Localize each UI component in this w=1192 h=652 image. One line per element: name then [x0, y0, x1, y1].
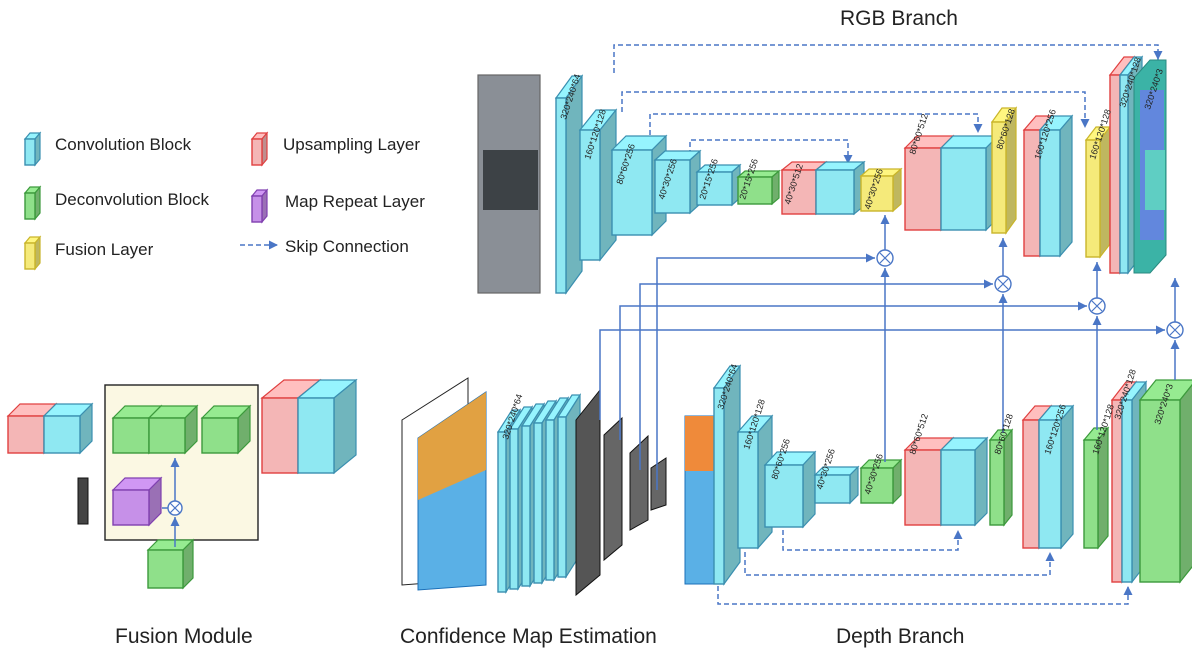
blocks — [6, 55, 1192, 597]
fm-confidence-slice — [77, 477, 89, 525]
rgb-fusion-160 — [1084, 125, 1112, 259]
fm-multiply-icon — [167, 500, 183, 516]
rgb-conv-80b — [939, 134, 1000, 232]
depth-deconv-40 — [859, 458, 903, 505]
depth-deconv-80 — [988, 428, 1014, 527]
depth-conv-160b — [1037, 404, 1075, 550]
fm-deconv-3 — [200, 404, 252, 455]
depth-branch-title: Depth Branch — [836, 625, 964, 648]
multiply-icon-1 — [876, 249, 894, 267]
legend-repeat-label: Map Repeat Layer — [285, 192, 425, 211]
rgb-fusion-80 — [990, 106, 1018, 235]
rgb-conv-40 — [653, 149, 702, 215]
rgb-conv-40b — [814, 160, 866, 216]
rgb-deconv-20 — [736, 169, 781, 206]
legend-conv-label: Convolution Block — [55, 135, 192, 154]
legend: Convolution Block Deconvolution Block Fu… — [55, 135, 425, 259]
legend-fusion-label: Fusion Layer — [55, 240, 154, 259]
fusion-module-title: Fusion Module — [115, 625, 253, 648]
legend-upsample-icon — [250, 131, 269, 167]
fm-right-conv — [296, 378, 358, 475]
multiply-icon-3 — [1088, 297, 1106, 315]
legend-upsample-label: Upsampling Layer — [283, 135, 420, 154]
rgb-output-map — [1133, 59, 1167, 274]
depth-conv-40 — [813, 465, 860, 505]
depth-conv-80b — [939, 436, 989, 527]
fm-repeat — [111, 476, 163, 527]
fm-deconv-2 — [147, 404, 199, 455]
confidence-maps — [575, 388, 667, 597]
legend-fusion-icon — [23, 235, 42, 271]
rgb-conv-160b — [1038, 114, 1074, 258]
confidence-map-title: Confidence Map Estimation — [400, 625, 657, 648]
depth-conv-80 — [763, 450, 817, 529]
legend-repeat-icon — [250, 188, 269, 224]
legend-conv-icon — [23, 131, 42, 167]
rgb-image-monitor — [483, 150, 538, 210]
rgb-branch-title: RGB Branch — [840, 7, 958, 30]
legend-deconv-label: Deconvolution Block — [55, 190, 210, 209]
legend-skip-label: Skip Connection — [285, 237, 409, 256]
depth-output-map — [1138, 379, 1192, 584]
rgb-conv-320 — [554, 74, 584, 295]
fm-bottom-deconv — [146, 538, 195, 590]
fusion-connections — [162, 215, 1184, 547]
depth-input-image — [684, 415, 716, 585]
depth-deconv-160 — [1082, 426, 1110, 550]
confidence-input-images — [401, 377, 487, 591]
depth-conv-320 — [712, 364, 742, 586]
fm-left-conv — [42, 402, 94, 455]
rgb-fusion-40 — [859, 167, 903, 213]
multiply-icon-4 — [1166, 321, 1184, 339]
multiply-icon-2 — [994, 275, 1012, 293]
rgb-conv-20 — [695, 163, 742, 207]
legend-deconv-icon — [23, 185, 42, 221]
skip-connections — [613, 44, 1163, 605]
